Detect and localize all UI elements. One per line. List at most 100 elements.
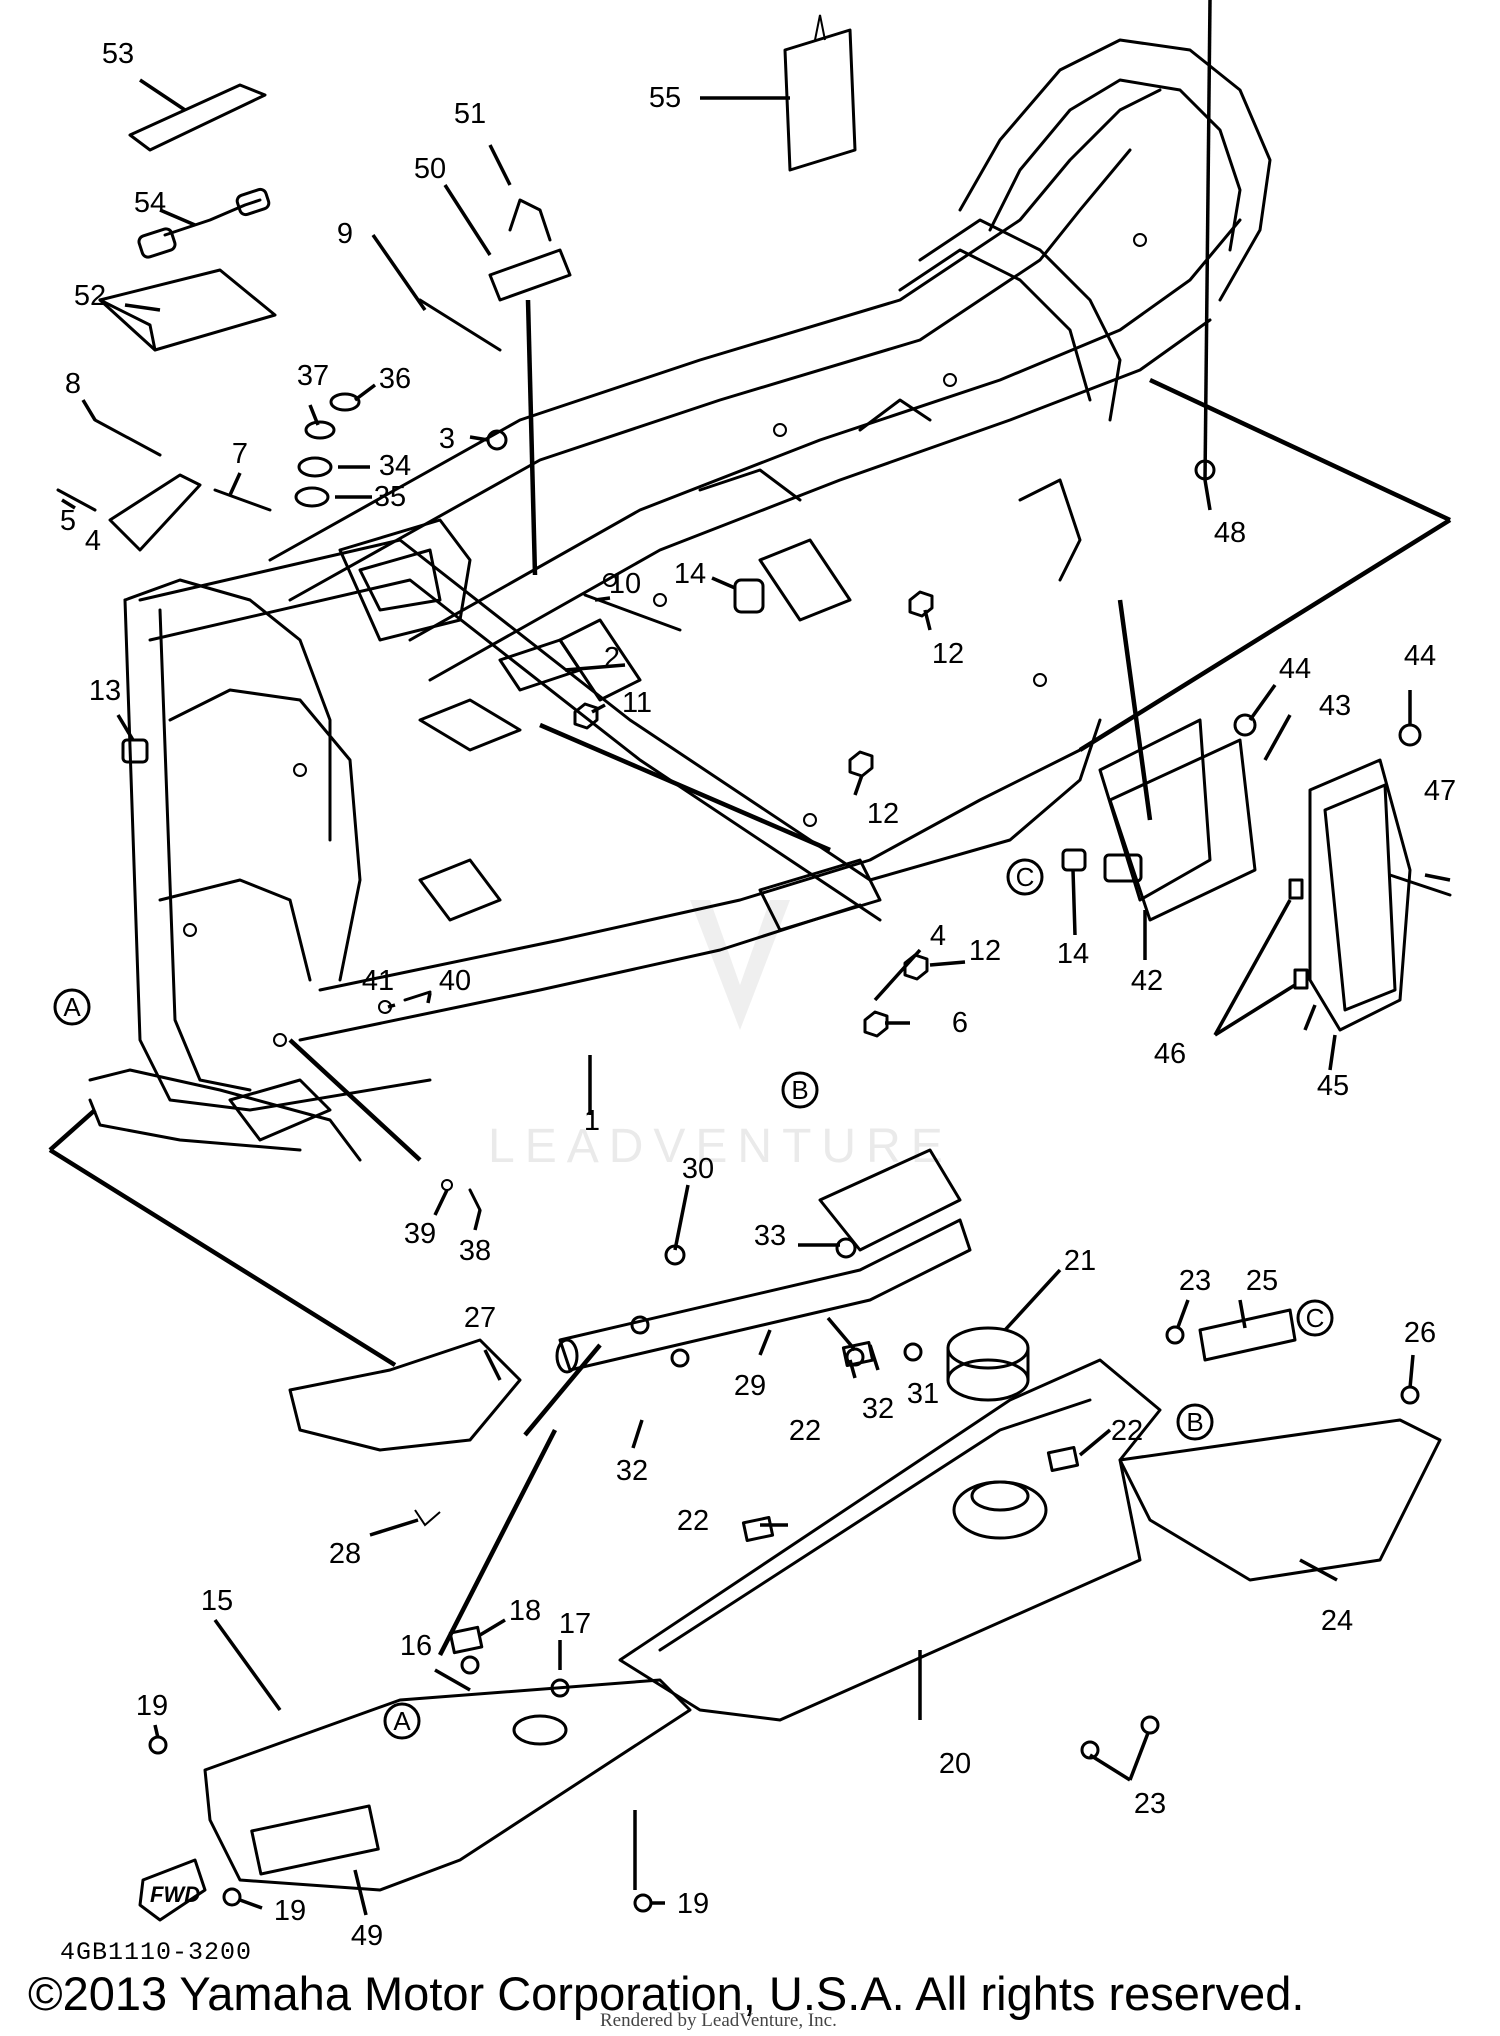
washer-part-35 [294, 486, 330, 508]
washer-part-34 [297, 456, 333, 478]
callout-37[interactable]: 37 [297, 360, 329, 392]
callout-34[interactable]: 34 [379, 450, 411, 482]
callout-14[interactable]: 14 [674, 558, 706, 590]
callout-49[interactable]: 49 [351, 1920, 383, 1952]
ref-marker-b: B [781, 1071, 819, 1109]
callout-5[interactable]: 5 [60, 505, 76, 537]
lower-parts [148, 1148, 1442, 1913]
callout-27[interactable]: 27 [464, 1302, 496, 1334]
callout-28[interactable]: 28 [329, 1538, 361, 1570]
callout-17[interactable]: 17 [559, 1608, 591, 1640]
callout-4[interactable]: 4 [930, 920, 946, 952]
callout-44[interactable]: 44 [1279, 653, 1311, 685]
washer-part-37 [304, 420, 336, 440]
bag-part-52 [98, 268, 277, 352]
callout-6[interactable]: 6 [952, 1007, 968, 1039]
bolt-part-5 [56, 488, 97, 512]
callout-39[interactable]: 39 [404, 1218, 436, 1250]
callout-23[interactable]: 23 [1179, 1265, 1211, 1297]
ref-marker-c: C [1006, 858, 1044, 896]
ring-part-21 [946, 1326, 1030, 1370]
callout-20[interactable]: 20 [939, 1748, 971, 1780]
copyright-notice: ©2013 Yamaha Motor Corporation, U.S.A. A… [28, 1967, 1305, 2020]
callout-10[interactable]: 10 [609, 568, 641, 600]
callout-47[interactable]: 47 [1424, 775, 1456, 807]
callout-7[interactable]: 7 [232, 438, 248, 470]
callout-19[interactable]: 19 [136, 1690, 168, 1722]
svg-text:C: C [1306, 1303, 1325, 1333]
svg-text:A: A [393, 1706, 411, 1736]
clip-part-51 [508, 198, 552, 242]
callout-12[interactable]: 12 [969, 935, 1001, 967]
ref-marker-a: A [383, 1702, 421, 1740]
callout-1[interactable]: 1 [584, 1105, 600, 1137]
callout-42[interactable]: 42 [1131, 965, 1163, 997]
callout-55[interactable]: 55 [649, 82, 681, 114]
callout-48[interactable]: 48 [1214, 517, 1246, 549]
callout-40[interactable]: 40 [439, 965, 471, 997]
callout-23[interactable]: 23 [1134, 1788, 1166, 1820]
callout-22[interactable]: 22 [1111, 1415, 1143, 1447]
callout-45[interactable]: 45 [1317, 1070, 1349, 1102]
callout-53[interactable]: 53 [102, 38, 134, 70]
callout-13[interactable]: 13 [89, 675, 121, 707]
bracket-part-4 [108, 473, 202, 552]
callout-12[interactable]: 12 [867, 798, 899, 830]
callout-12[interactable]: 12 [932, 638, 964, 670]
callout-19[interactable]: 19 [677, 1888, 709, 1920]
callout-52[interactable]: 52 [74, 280, 106, 312]
callout-33[interactable]: 33 [754, 1220, 786, 1252]
washer-part-36 [329, 392, 361, 412]
callout-41[interactable]: 41 [362, 965, 394, 997]
callout-22[interactable]: 22 [789, 1415, 821, 1447]
callout-54[interactable]: 54 [134, 187, 166, 219]
cover-part-45 [1308, 758, 1412, 1032]
watermark-text: LEADVENTURE [488, 1120, 953, 1173]
callout-8[interactable]: 8 [65, 368, 81, 400]
callout-26[interactable]: 26 [1404, 1317, 1436, 1349]
reference-markers: A B C C B A [53, 858, 1334, 1740]
callout-51[interactable]: 51 [454, 98, 486, 130]
callout-44[interactable]: 44 [1404, 640, 1436, 672]
callout-22[interactable]: 22 [677, 1505, 709, 1537]
callout-15[interactable]: 15 [201, 1585, 233, 1617]
callout-36[interactable]: 36 [379, 363, 411, 395]
callout-24[interactable]: 24 [1321, 1605, 1353, 1637]
upper-left-parts [56, 14, 1216, 1212]
callout-32[interactable]: 32 [616, 1455, 648, 1487]
callout-4[interactable]: 4 [85, 525, 101, 557]
callout-14[interactable]: 14 [1057, 938, 1089, 970]
callout-46[interactable]: 46 [1154, 1038, 1186, 1070]
callout-43[interactable]: 43 [1319, 690, 1351, 722]
leaders [61, 0, 1451, 1916]
label-part-55 [783, 28, 857, 172]
callout-31[interactable]: 31 [907, 1378, 939, 1410]
callout-16[interactable]: 16 [400, 1630, 432, 1662]
callout-19[interactable]: 19 [274, 1895, 306, 1927]
rendered-by-credit: Rendered by LeadVenture, Inc. [600, 2010, 837, 2031]
skid-plate-part-49 [250, 1804, 380, 1876]
clamp-part-50 [488, 248, 572, 302]
callout-32[interactable]: 32 [862, 1393, 894, 1425]
callout-25[interactable]: 25 [1246, 1265, 1278, 1297]
guide-lines [48, 299, 1452, 1657]
callout-9[interactable]: 9 [337, 218, 353, 250]
callout-3[interactable]: 3 [439, 423, 455, 455]
ref-marker-c: C [1296, 1299, 1334, 1337]
callout-30[interactable]: 30 [682, 1153, 714, 1185]
callout-50[interactable]: 50 [414, 153, 446, 185]
frame-assembly [88, 38, 1272, 1162]
callout-11[interactable]: 11 [622, 687, 652, 719]
callout-18[interactable]: 18 [509, 1595, 541, 1627]
battery-box-part-42 [1098, 718, 1212, 902]
callout-2[interactable]: 2 [604, 642, 620, 674]
fender-part-24 [1118, 1418, 1442, 1582]
diagram-code: 4GB1110-3200 [60, 1938, 253, 1967]
callout-21[interactable]: 21 [1064, 1245, 1096, 1277]
ref-marker-a: A [53, 988, 91, 1026]
svg-text:B: B [1186, 1407, 1203, 1437]
callout-38[interactable]: 38 [459, 1235, 491, 1267]
svg-text:A: A [63, 992, 81, 1022]
callout-35[interactable]: 35 [374, 481, 406, 513]
callout-29[interactable]: 29 [734, 1370, 766, 1402]
